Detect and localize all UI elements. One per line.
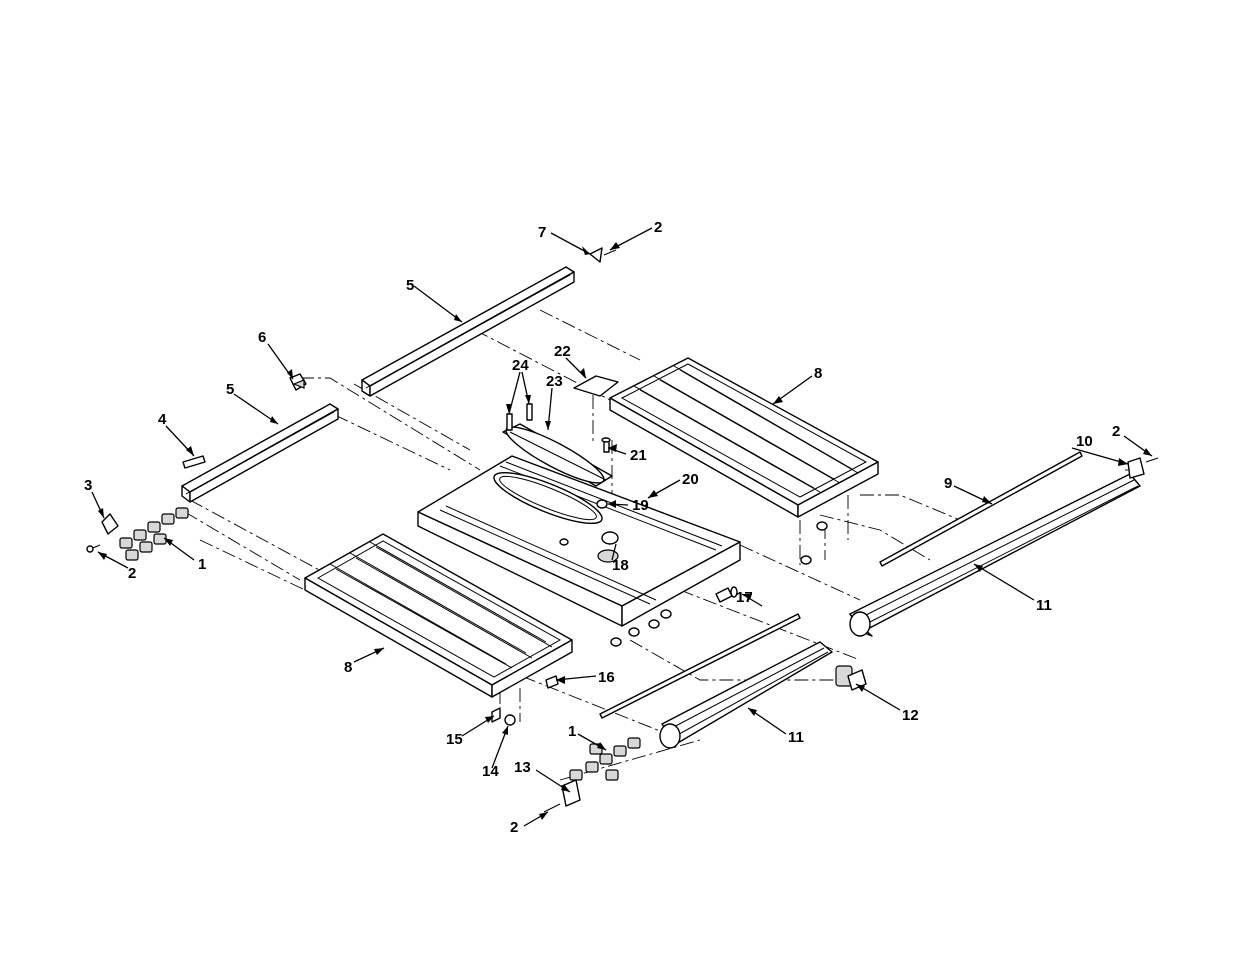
callout-5: 5 <box>226 381 234 398</box>
callout-24: 24 <box>512 357 529 374</box>
callout-14: 14 <box>482 763 499 780</box>
callout-23: 23 <box>546 373 563 390</box>
callout-4: 4 <box>158 411 167 428</box>
callout-22: 22 <box>554 343 571 360</box>
callout-15: 15 <box>446 731 463 748</box>
callout-21: 21 <box>630 447 647 464</box>
rail-tube-lower <box>660 642 832 748</box>
callout-19: 19 <box>632 497 649 514</box>
callout-2: 2 <box>654 219 662 236</box>
callout-18: 18 <box>612 557 629 574</box>
callout-1: 1 <box>568 723 576 740</box>
bracket-3 <box>102 514 118 534</box>
bolt-cluster-lower <box>570 738 640 780</box>
callout-11: 11 <box>788 729 804 746</box>
callout-12: 12 <box>902 707 919 724</box>
callout-10: 10 <box>1076 433 1093 450</box>
insert-disc-22 <box>574 376 618 396</box>
extension-wing-right <box>610 358 878 517</box>
callout-2: 2 <box>128 565 136 582</box>
rail-upper <box>362 267 574 396</box>
callout-17: 17 <box>736 589 753 606</box>
bracket-7 <box>590 248 616 262</box>
callout-1: 1 <box>198 556 206 573</box>
callout-20: 20 <box>682 471 699 488</box>
callout-7: 7 <box>538 224 546 241</box>
callout-11: 11 <box>1036 597 1052 614</box>
callout-8: 8 <box>814 365 822 382</box>
screw-21 <box>602 438 610 452</box>
label-plate-4 <box>183 456 205 468</box>
knob-19 <box>597 500 607 508</box>
callout-2: 2 <box>1112 423 1120 440</box>
rail-left <box>182 404 338 502</box>
end-bracket-10 <box>1128 458 1158 478</box>
callout-5: 5 <box>406 277 414 294</box>
callout-2: 2 <box>510 819 518 836</box>
callout-3: 3 <box>84 477 92 494</box>
callout-13: 13 <box>514 759 531 776</box>
knob-18 <box>602 532 618 544</box>
callout-9: 9 <box>944 475 952 492</box>
callout-8: 8 <box>344 659 352 676</box>
callout-16: 16 <box>598 669 615 686</box>
callout-6: 6 <box>258 329 266 346</box>
end-bracket-13 <box>544 780 580 812</box>
